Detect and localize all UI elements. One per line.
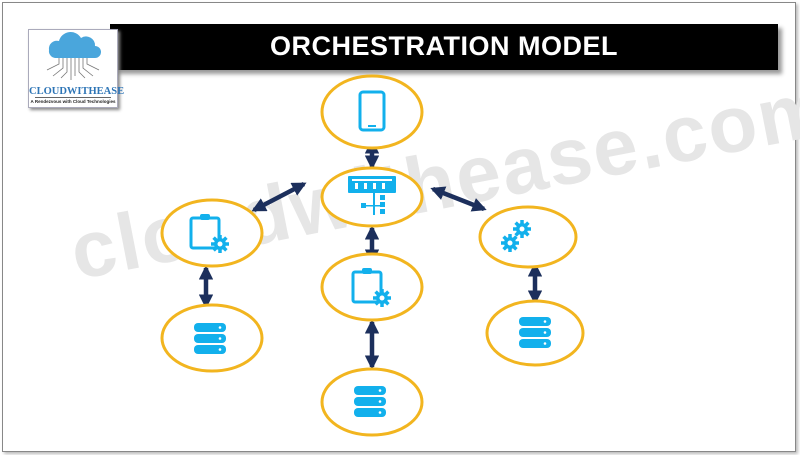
page-title: ORCHESTRATION MODEL xyxy=(270,31,618,61)
database-icon xyxy=(194,323,226,354)
node-service-right xyxy=(478,205,578,269)
database-icon xyxy=(519,317,551,348)
logo: CLOUDWITHEASE A Rendezvous with Cloud Te… xyxy=(28,29,125,108)
title-bar: ORCHESTRATION MODEL xyxy=(110,24,778,70)
node-db-left xyxy=(160,303,264,373)
cloud-circuit-icon xyxy=(46,32,101,80)
node-db-right xyxy=(485,299,585,367)
node-service-left xyxy=(160,198,264,268)
node-service-center xyxy=(320,252,424,322)
connection-arrows xyxy=(198,139,543,370)
tablet-icon xyxy=(358,90,386,132)
database-icon xyxy=(354,386,386,417)
node-db-center xyxy=(320,367,424,437)
logo-divider xyxy=(35,97,111,98)
logo-tagline: A Rendezvous with Cloud Technologies xyxy=(30,99,116,104)
node-orchestrator xyxy=(320,166,424,228)
logo-name: CLOUDWITHEASE xyxy=(29,86,125,97)
orchestrator-hierarchy-icon xyxy=(348,176,396,215)
node-device xyxy=(320,74,424,150)
